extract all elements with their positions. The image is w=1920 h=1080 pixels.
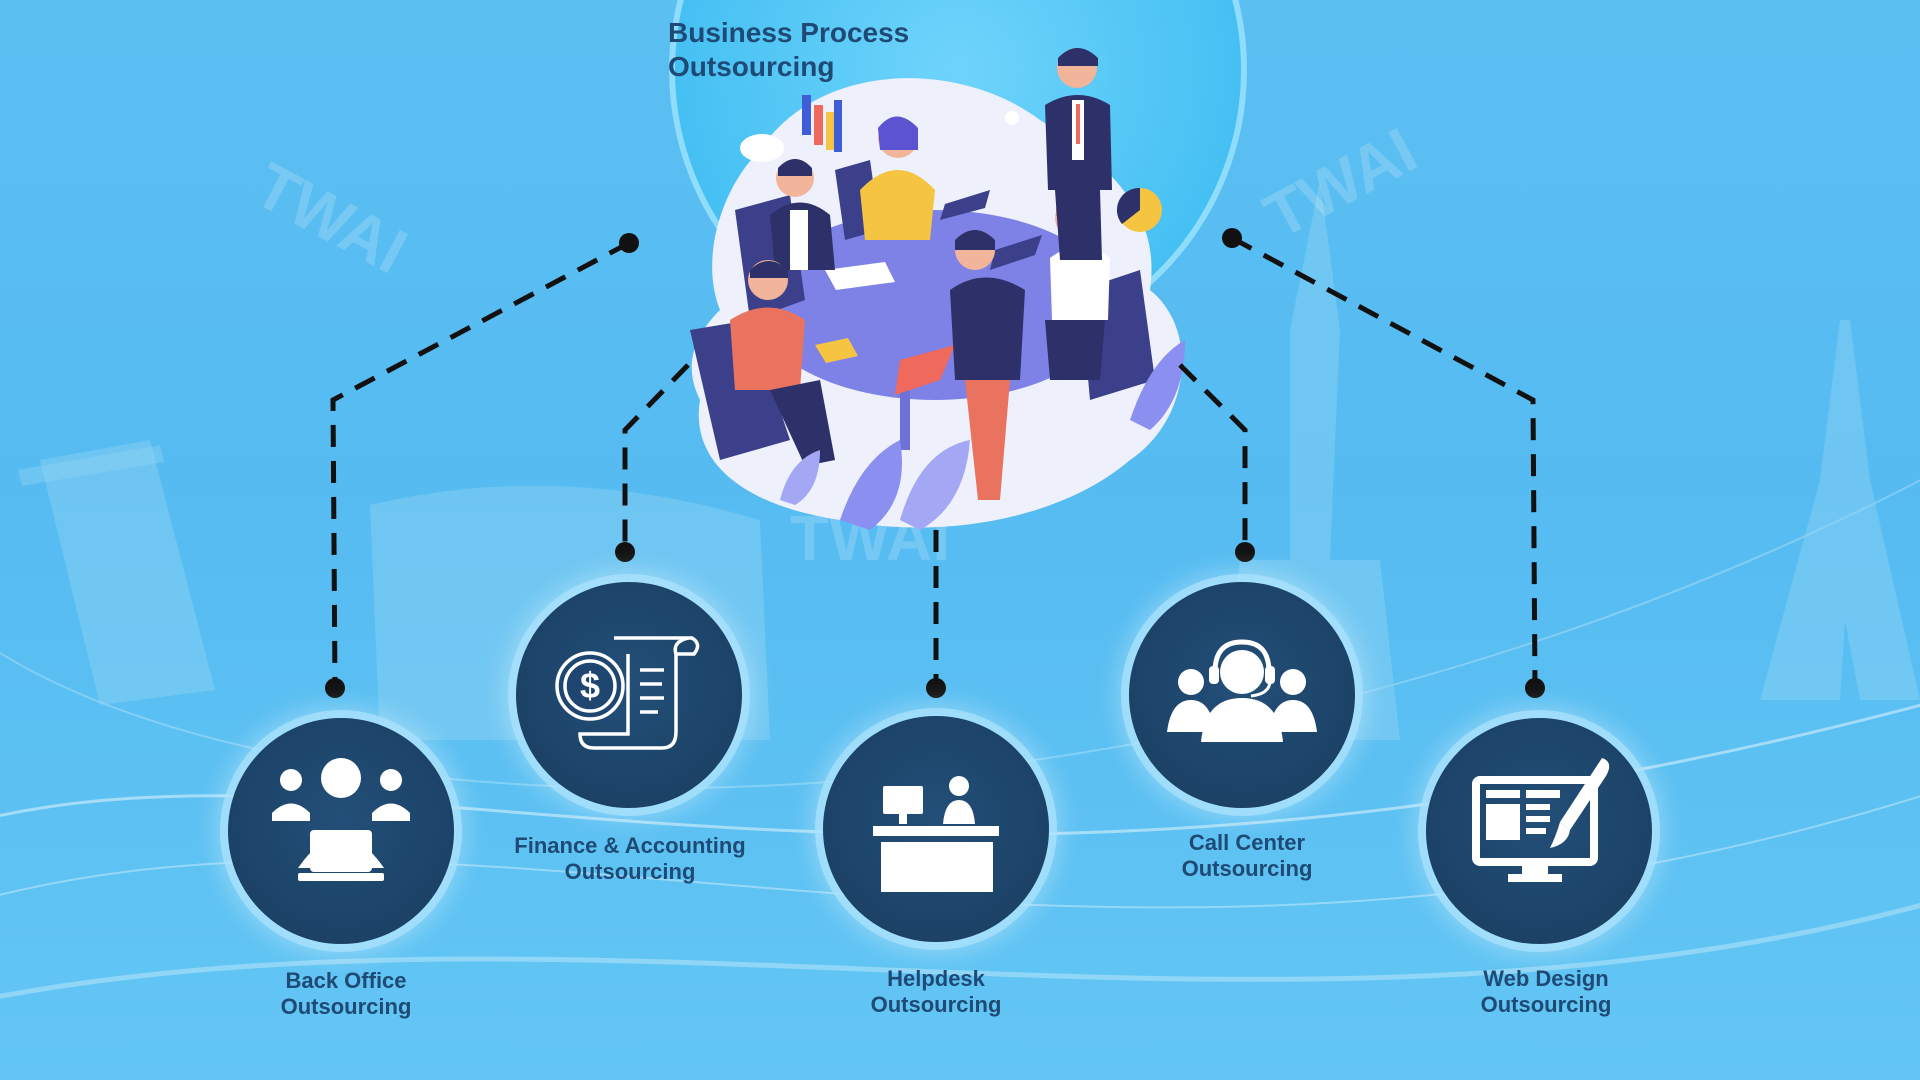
service-label-helpdesk: Helpdesk Outsourcing bbox=[870, 966, 1002, 1017]
diagram-title: Business Process Outsourcing bbox=[668, 16, 909, 84]
service-label-back-office: Back Office Outsourcing bbox=[280, 968, 412, 1019]
svg-text:TWAI: TWAI bbox=[1253, 114, 1428, 253]
title-line-1: Business Process bbox=[668, 17, 910, 48]
title-line-2: Outsourcing bbox=[668, 51, 835, 82]
connector-back-office bbox=[330, 240, 631, 687]
headset-agents-icon bbox=[1167, 639, 1317, 742]
service-label-finance-accounting: Finance & Accounting Outsourcing bbox=[514, 833, 746, 884]
service-node-back-office bbox=[228, 718, 454, 944]
dollar-invoice-icon: $ bbox=[555, 636, 700, 750]
service-node-call-center bbox=[1129, 582, 1355, 808]
monitor-brush-icon bbox=[1472, 758, 1610, 882]
connector-dots bbox=[325, 228, 1545, 698]
service-node-finance-accounting: $ bbox=[516, 582, 742, 808]
svg-text:$: $ bbox=[580, 665, 600, 706]
service-node-helpdesk bbox=[823, 716, 1049, 942]
connector-call-center bbox=[1178, 363, 1248, 550]
connector-web-design bbox=[1230, 235, 1538, 687]
helpdesk-desk-icon bbox=[873, 776, 999, 892]
office-team-icon bbox=[272, 758, 410, 881]
connector-finance bbox=[622, 363, 690, 550]
meeting-illustration bbox=[690, 48, 1185, 530]
service-label-call-center: Call Center Outsourcing bbox=[1181, 830, 1313, 881]
connectors bbox=[330, 235, 1538, 687]
service-label-web-design: Web Design Outsourcing bbox=[1480, 966, 1612, 1017]
service-node-web-design bbox=[1426, 718, 1652, 944]
svg-text:TWAI: TWAI bbox=[243, 149, 418, 288]
